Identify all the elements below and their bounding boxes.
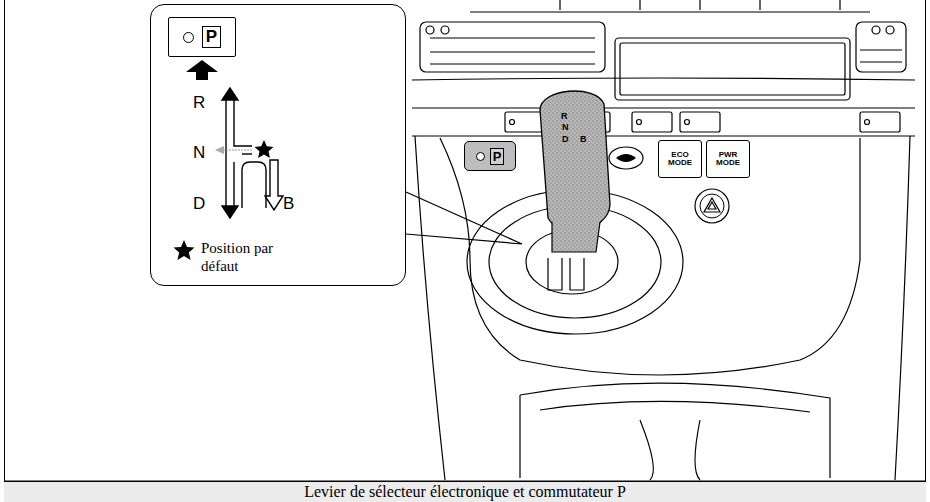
neutral-arrow bbox=[222, 149, 252, 150]
shift-position: R bbox=[193, 93, 205, 113]
knob-letter: R bbox=[561, 112, 568, 121]
inset-ground bbox=[150, 4, 406, 286]
mode-button: PWR MODE bbox=[706, 140, 750, 178]
mode-text: PWR MODE bbox=[710, 151, 746, 168]
knob-letter: N bbox=[562, 123, 569, 132]
hazard-ring bbox=[700, 194, 724, 218]
hazard-button bbox=[695, 189, 729, 223]
shift-pattern bbox=[222, 88, 283, 218]
legend-entry: Position par défaut bbox=[173, 239, 296, 275]
shift-position: N bbox=[193, 143, 205, 163]
leader-line bbox=[406, 192, 522, 244]
indicator-lamp bbox=[183, 32, 194, 43]
star-symbol bbox=[173, 239, 195, 261]
knob-letter: B bbox=[580, 135, 587, 144]
mode-button: ECO MODE bbox=[658, 140, 702, 178]
ev-button bbox=[609, 147, 643, 169]
mode-text: ECO MODE bbox=[662, 151, 698, 168]
legend-text: Position par défaut bbox=[201, 239, 296, 275]
callout-panel: R N D B P Position par défaut bbox=[150, 4, 406, 286]
caption-band: Levier de sélecteur électronique et comm… bbox=[4, 481, 926, 502]
shift-knob bbox=[540, 91, 610, 231]
knob-letter: D bbox=[562, 135, 569, 144]
push-arrow bbox=[186, 60, 218, 80]
hazard-icon bbox=[704, 198, 720, 212]
knob-stem bbox=[552, 222, 600, 252]
indicator-lamp bbox=[476, 152, 485, 161]
ev-icon bbox=[616, 154, 636, 162]
p-symbol: P bbox=[490, 148, 505, 165]
default-star bbox=[255, 140, 274, 158]
p-switch: P bbox=[464, 141, 516, 171]
p-switch: P bbox=[168, 17, 236, 57]
shift-position: B bbox=[283, 194, 294, 214]
shift-position: D bbox=[193, 194, 205, 214]
console bbox=[412, 0, 915, 480]
p-symbol: P bbox=[202, 26, 221, 48]
caption: Levier de sélecteur électronique et comm… bbox=[304, 483, 626, 500]
neutral-arrowhead bbox=[215, 146, 224, 154]
frame bbox=[5, 0, 926, 481]
